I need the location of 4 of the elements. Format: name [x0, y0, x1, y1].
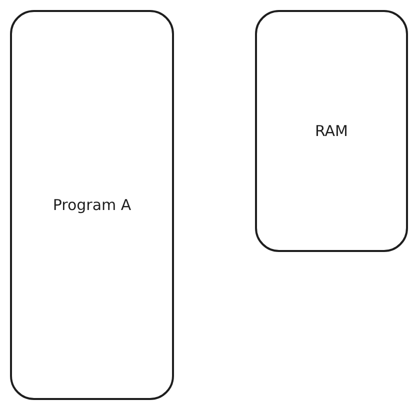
- box-label: RAM: [314, 122, 348, 140]
- box-label: Program A: [52, 196, 132, 214]
- process-box: [255, 10, 408, 252]
- process-box: [10, 10, 174, 400]
